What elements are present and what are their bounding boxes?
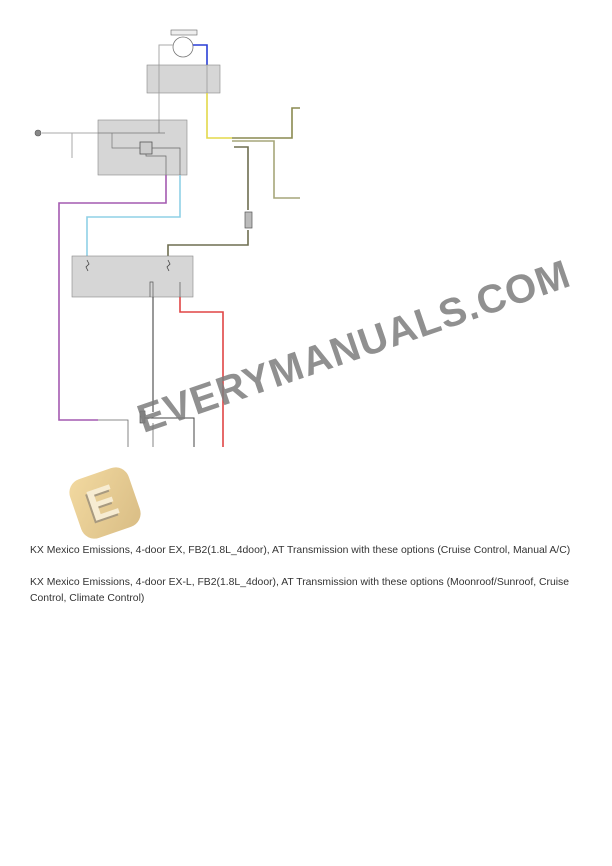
wire-red <box>179 297 224 447</box>
wire-olive-3 <box>234 146 249 210</box>
wire-yellow <box>206 93 232 139</box>
motor-label-box <box>170 29 198 36</box>
wire-olive-1 <box>232 107 300 139</box>
wire-cyan <box>86 175 181 256</box>
relay-box <box>146 64 221 94</box>
wire-purple <box>58 175 167 421</box>
wire-gray-motor <box>158 44 173 65</box>
fuse-symbol <box>244 211 253 229</box>
switch-box <box>71 255 194 298</box>
motor-symbol <box>172 36 194 58</box>
relay-symbol <box>139 141 153 155</box>
caption-variant-ex: KX Mexico Emissions, 4-door EX, FB2(1.8L… <box>30 545 571 556</box>
wiring-diagram <box>34 29 300 447</box>
battery-icon <box>34 129 42 137</box>
ground-connector <box>139 410 146 424</box>
wire-olive-4 <box>167 230 249 256</box>
wire-olive-2 <box>232 140 300 199</box>
caption-variant-exl: KX Mexico Emissions, 4-door EX-L, FB2(1.… <box>30 577 570 604</box>
wire-blue <box>193 44 208 65</box>
